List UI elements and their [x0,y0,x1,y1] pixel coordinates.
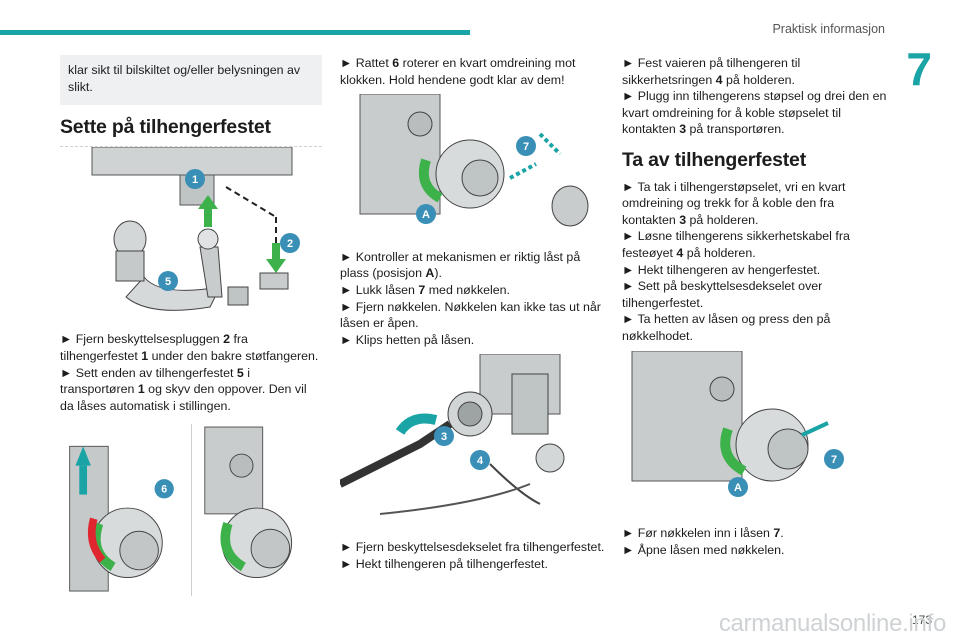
fig-label: 2 [287,238,293,250]
section-title: Praktisk informasjon [772,22,885,36]
step-put-cover: ► Sett på beskyttelsesdekselet over tilh… [622,279,823,310]
step-clip-cap: ► Klips hetten på låsen. [340,332,475,347]
watermark: carmanualsonline.info [718,610,946,637]
step-open-lock: ► Åpne låsen med nøkkelen. [622,542,785,557]
step-unhitch: ► Hekt tilhengeren av hengerfestet. [622,262,821,277]
fig-label: 7 [523,141,529,153]
step-unplug: ► Ta tak i tilhengerstøpselet, vri en kv… [622,179,846,227]
chapter-number: 7 [906,43,932,95]
knob-rotation-after [204,426,293,579]
step-remove-key: ► Fjern nøkkelen. Nøkkelen kan ikke tas … [340,299,601,331]
fig-label: A [422,209,430,221]
step-insert-key: ► Før nøkkelen inn i låsen 7. [622,526,784,541]
fig-label: A [734,482,742,494]
figure-tow-ball-insert: 1 2 5 [60,145,322,322]
step-attach-cable: ► Fest vaieren på tilhengeren til sikker… [622,56,801,87]
step-knob-rotates: ► Rattet 6 roterer en kvart omdreining m… [340,56,576,87]
note-text: klar sikt til bilskiltet og/eller belysn… [68,63,301,94]
step-insert-ball: ► Sett enden av tilhengerfestet 5 i tran… [60,365,307,413]
heading-detach: Ta av tilhengerfestet [622,148,806,171]
lock-cap-illustration: 7 A [359,93,589,227]
key-lock-illustration: 7 A [631,350,844,497]
header-accent-bar [0,30,470,35]
page-number: 173 [911,613,932,627]
heading-attach: Sette på tilhengerfestet [60,116,271,139]
fig-label: 5 [165,276,171,288]
step-remove-cover: ► Fjern beskyttelsesdekselet fra tilheng… [340,539,605,554]
step-check-lock: ► Kontroller at mekanismen er riktig lås… [340,249,581,281]
socket-cable-illustration: 3 4 [338,353,565,516]
fig-label: 1 [192,174,198,186]
step-remove-plug: ► Fjern beskyttelsespluggen 2 fra tilhen… [60,332,319,363]
step-plug-in: ► Plugg inn tilhengerens støpsel og drei… [622,89,887,137]
column-2: ► Rattet 6 roterer en kvart omdreining m… [338,55,605,572]
figure-pair-rotation: 6 [60,424,322,597]
note-box: klar sikt til bilskiltet og/eller belysn… [60,55,322,106]
step-loosen-cable: ► Løsne tilhengerens sikkerhetskabel fra… [622,229,850,260]
fig-label: 7 [831,454,837,466]
fig-label: 4 [477,455,484,467]
step-cap-on-key: ► Ta hetten av låsen og press den på nøk… [622,312,831,343]
knob-rotation-before: 6 [69,446,174,592]
fig-label: 6 [161,484,167,496]
step-close-lock: ► Lukk låsen 7 med nøkkelen. [340,282,511,297]
column-3: ► Fest vaieren på tilhengeren til sikker… [622,55,888,558]
step-hitch-trailer: ► Hekt tilhengeren på tilhengerfestet. [340,556,548,571]
figure-divider [190,424,192,597]
figure-lock-cap: 7 A [340,93,605,239]
tow-ball-illustration: 1 2 5 [91,146,300,311]
figure-socket-cable: 3 4 [338,353,605,529]
column-1: klar sikt til bilskiltet og/eller belysn… [60,55,322,597]
fig-label: 3 [441,431,447,443]
figure-key-lock: 7 A [622,350,888,516]
